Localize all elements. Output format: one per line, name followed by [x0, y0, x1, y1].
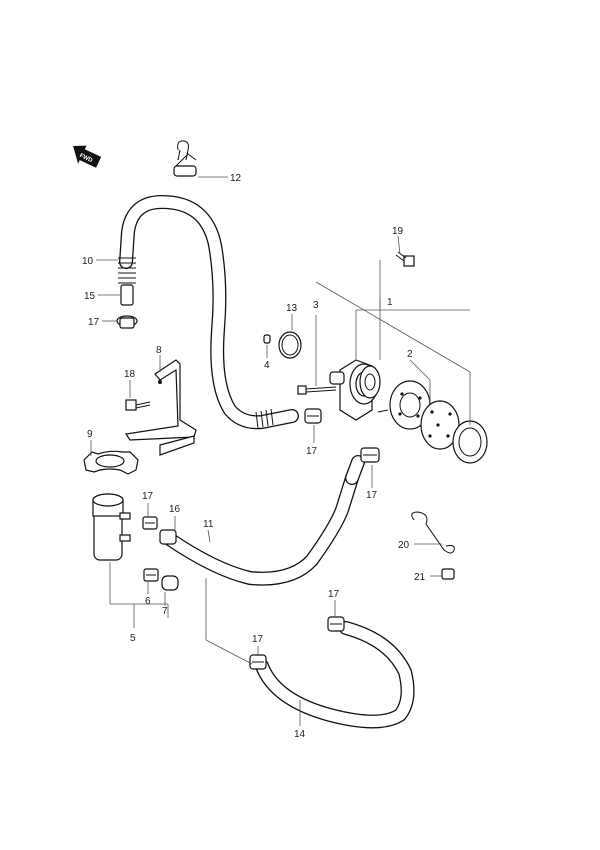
callout-16: 16	[169, 504, 181, 515]
callout-17-pump-right: 17	[366, 490, 378, 501]
callout-1: 1	[387, 297, 393, 308]
callout-4: 4	[264, 360, 270, 371]
bolt-21	[441, 568, 455, 580]
callout-14: 14	[294, 729, 306, 740]
callout-17-pump-inlet: 17	[306, 446, 318, 457]
callout-12: 12	[230, 173, 242, 184]
bolt-3	[297, 385, 337, 395]
callout-19: 19	[392, 226, 404, 237]
wire-clip-20	[411, 511, 455, 554]
fuel-hose-11	[159, 455, 365, 586]
callout-5: 5	[130, 633, 136, 644]
bolt-18	[125, 399, 151, 411]
screw-19	[395, 251, 415, 267]
callout-17-upper: 17	[88, 317, 100, 328]
callout-17-filter-top: 17	[142, 491, 154, 502]
callout-8: 8	[156, 345, 162, 356]
o-ring-13	[278, 331, 302, 359]
hose-clip-17-lower-left	[249, 654, 267, 670]
fuel-filter-5	[92, 493, 131, 561]
hose-clip-17-upper	[116, 315, 138, 329]
cap-7	[161, 575, 179, 591]
bracket-8	[124, 359, 197, 456]
callout-6: 6	[145, 596, 151, 607]
hose-clip-17-filter-top	[142, 516, 158, 530]
pump-gasket	[420, 400, 460, 450]
callout-13: 13	[286, 303, 298, 314]
filter-holder-9	[83, 450, 139, 475]
fuel-hose-14	[255, 621, 415, 729]
hose-clip-17-lower-right	[327, 616, 345, 632]
callout-11: 11	[203, 519, 214, 530]
upper-fuel-hose-10	[118, 195, 299, 430]
fwd-arrow-icon: FWD	[73, 145, 102, 168]
callout-20: 20	[398, 540, 410, 551]
pin-4	[263, 334, 271, 344]
callout-21: 21	[414, 572, 426, 583]
callout-18: 18	[124, 369, 136, 380]
pump-diaphragm-2	[377, 380, 431, 430]
callout-2: 2	[407, 349, 413, 360]
callout-17-lower-right: 17	[328, 589, 340, 600]
callout-3: 3	[313, 300, 319, 311]
callout-10: 10	[82, 256, 94, 267]
hose-clip-12	[173, 140, 197, 177]
fwd-label: FWD	[78, 153, 94, 164]
callout-7: 7	[162, 606, 168, 617]
callout-15: 15	[84, 291, 96, 302]
callout-9: 9	[87, 429, 93, 440]
fuel-pump-body	[329, 359, 381, 421]
hose-clip-17-pump-inlet	[304, 408, 322, 424]
hose-clip-17-pump-right	[360, 447, 380, 463]
callout-17-lower-left: 17	[252, 634, 264, 645]
callouts: 1 2 3 4 5 6 7 8 9 10 11 12 13 14 15 16 1…	[82, 173, 426, 740]
leader-lines	[90, 176, 471, 726]
pump-cover	[452, 420, 488, 464]
hose-clip-6	[143, 568, 159, 582]
